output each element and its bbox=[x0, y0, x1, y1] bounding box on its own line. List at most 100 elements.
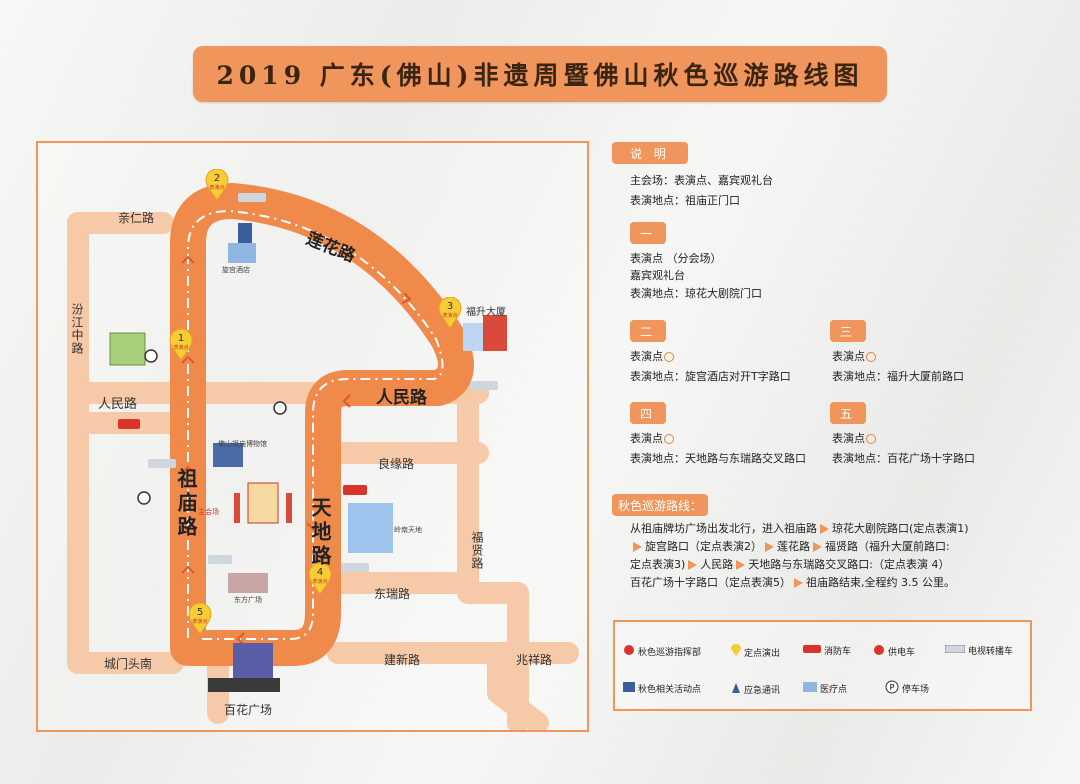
buildings bbox=[109, 223, 507, 692]
route-line-2: 旋宫路口（定点表演2） 莲花路 福贤路（福升大厦前路口: bbox=[630, 538, 950, 554]
label-main-stage: 主会场 bbox=[198, 508, 219, 516]
key-parking: P 停车场 bbox=[885, 680, 929, 697]
route-centerline bbox=[187, 209, 444, 640]
pin-icon bbox=[664, 352, 674, 362]
pin-text: 表演点 bbox=[192, 619, 208, 625]
parade-route bbox=[170, 183, 474, 666]
route-loop bbox=[170, 183, 474, 666]
route-text: 福贤路（福升大厦前路口: bbox=[825, 540, 950, 553]
key-fire-truck: 消防车 bbox=[803, 644, 851, 657]
street-chengmen: 城门头南 bbox=[104, 657, 153, 671]
key-label: 医疗点 bbox=[820, 685, 848, 695]
activity-icon bbox=[623, 682, 635, 695]
section-5-header: 五 bbox=[830, 402, 866, 424]
route-text: 莲花路 bbox=[777, 540, 810, 553]
key-fixed-show: 定点演出 bbox=[731, 644, 780, 660]
route-text: 天地路与东瑞路交叉路口:（定点表演 4） bbox=[748, 558, 950, 571]
route-text: 从祖庙牌坊广场出发北行，进入祖庙路 bbox=[630, 522, 817, 535]
show-pin-1[interactable]: 1 表演点 bbox=[169, 329, 193, 361]
key-power-truck: 供电车 bbox=[873, 644, 915, 659]
section-1-header: 一 bbox=[630, 222, 666, 244]
arrow-icon bbox=[765, 542, 774, 552]
road-zhaoxiang bbox=[487, 642, 549, 730]
parking-signs bbox=[137, 349, 287, 505]
vehicles bbox=[118, 193, 498, 572]
pin-icon bbox=[866, 352, 876, 362]
arrow-icon bbox=[820, 524, 829, 534]
route-text: 琼花大剧院路口(定点表演1) bbox=[832, 522, 969, 535]
key-label: 定点演出 bbox=[744, 648, 781, 659]
pin-text: 表演点 bbox=[173, 345, 189, 351]
s4-label: 表演点 bbox=[630, 432, 663, 445]
pin-text: 表演点 bbox=[209, 185, 225, 191]
section-2-header: 二 bbox=[630, 320, 666, 342]
street-renmin-west: 人民路 bbox=[98, 397, 138, 412]
street-tiandi: 天地路 bbox=[308, 497, 332, 569]
power-icon bbox=[873, 644, 885, 659]
main-location-text: 表演地点：祖庙正门口 bbox=[630, 194, 740, 207]
arrow-icon bbox=[736, 560, 746, 570]
legend-panel: 说 明 主会场：表演点、嘉宾观礼台 表演地点：祖庙正门口 一 表演点 （分会场）… bbox=[612, 138, 1032, 616]
key-label: 供电车 bbox=[888, 648, 916, 658]
route-text: 旋宫路口（定点表演2） bbox=[645, 540, 762, 553]
label-east-mall: 东方广场 bbox=[234, 596, 262, 604]
pin-number: 1 bbox=[177, 333, 185, 344]
fire-truck-icon bbox=[803, 644, 821, 657]
show-pin-4[interactable]: 4 表演点 bbox=[308, 563, 332, 595]
street-zumiao: 祖庙路 bbox=[174, 468, 198, 540]
key-label: 秋色相关活动点 bbox=[638, 685, 702, 695]
route-text: 人民路 bbox=[700, 558, 734, 571]
s5-line1: 表演点 bbox=[832, 430, 877, 446]
route-line-1: 从祖庙牌坊广场出发北行，进入祖庙路 琼花大剧院路口(定点表演1) bbox=[630, 520, 969, 536]
key-command: 秋色巡游指挥部 bbox=[623, 644, 701, 659]
key-label: 停车场 bbox=[902, 685, 930, 695]
section-3-header: 三 bbox=[830, 320, 866, 342]
s1-line2: 嘉宾观礼台 bbox=[630, 269, 685, 282]
route-text: 百花广场十字路口（定点表演5） bbox=[630, 576, 791, 589]
route-text: 定点表演3) bbox=[630, 558, 686, 571]
s1-line3: 表演地点：琼花大剧院门口 bbox=[630, 287, 762, 300]
symbol-key: 秋色巡游指挥部 定点演出 消防车 供电车 电视转播车 秋色相关活动点 应急通讯 … bbox=[613, 620, 1032, 711]
key-label: 秋色巡游指挥部 bbox=[638, 648, 702, 658]
key-label: 电视转播车 bbox=[968, 647, 1014, 657]
main-venue-text: 主会场：表演点、嘉宾观礼台 bbox=[630, 174, 773, 187]
route-map[interactable]: 1 表演点 2 表演点 3 表演点 4 表演点 5 表演点 亲仁路 汾江中路 人… bbox=[36, 141, 589, 732]
key-label: 消防车 bbox=[824, 647, 852, 657]
street-qinren: 亲仁路 bbox=[118, 211, 155, 225]
street-fuxian: 福贤路 bbox=[470, 531, 484, 570]
arrow-icon bbox=[813, 542, 822, 552]
label-tiandi: 岭南天地 bbox=[394, 526, 422, 534]
key-label: 应急通讯 bbox=[744, 686, 781, 696]
route-text: 祖庙路结束,全程约 3.5 公里。 bbox=[806, 576, 955, 589]
label-fusheng: 福升大厦 bbox=[466, 307, 506, 318]
svg-text:P: P bbox=[890, 683, 895, 692]
antenna-icon bbox=[731, 682, 741, 697]
s2-line1: 表演点 bbox=[630, 348, 675, 364]
show-pin-2[interactable]: 2 表演点 bbox=[205, 169, 229, 201]
show-pin-3[interactable]: 3 表演点 bbox=[438, 297, 462, 329]
s3-line1: 表演点 bbox=[832, 348, 877, 364]
pin-icon bbox=[866, 434, 876, 444]
map-svg bbox=[67, 183, 579, 730]
key-activities: 秋色相关活动点 bbox=[623, 682, 701, 695]
pin-icon bbox=[731, 644, 741, 660]
street-zhaoxiang: 兆祥路 bbox=[516, 653, 553, 667]
explain-header: 说 明 bbox=[612, 142, 688, 164]
label-zumiao-museum: 佛山祖庙博物馆 bbox=[218, 440, 267, 448]
s2-line2: 表演地点：旋宫酒店对开T字路口 bbox=[630, 370, 791, 383]
s2-label: 表演点 bbox=[630, 350, 663, 363]
arrow-icon bbox=[633, 542, 642, 552]
label-qiongong: 旋宫酒店 bbox=[222, 266, 250, 274]
show-pin-5[interactable]: 5 表演点 bbox=[188, 603, 212, 635]
medical-icon bbox=[803, 682, 817, 695]
key-emergency: 应急通讯 bbox=[731, 682, 780, 697]
s1-line1: 表演点 （分会场） bbox=[630, 252, 722, 265]
s3-label: 表演点 bbox=[832, 350, 865, 363]
street-fenjiang: 汾江中路 bbox=[70, 303, 84, 355]
street-dongrui: 东瑞路 bbox=[374, 587, 411, 601]
arrow-icon bbox=[794, 578, 803, 588]
street-liangyuan: 良缘路 bbox=[378, 457, 415, 471]
pin-number: 2 bbox=[213, 173, 221, 184]
pin-number: 3 bbox=[446, 301, 454, 312]
s3-line2: 表演地点：福升大厦前路口 bbox=[832, 370, 964, 383]
